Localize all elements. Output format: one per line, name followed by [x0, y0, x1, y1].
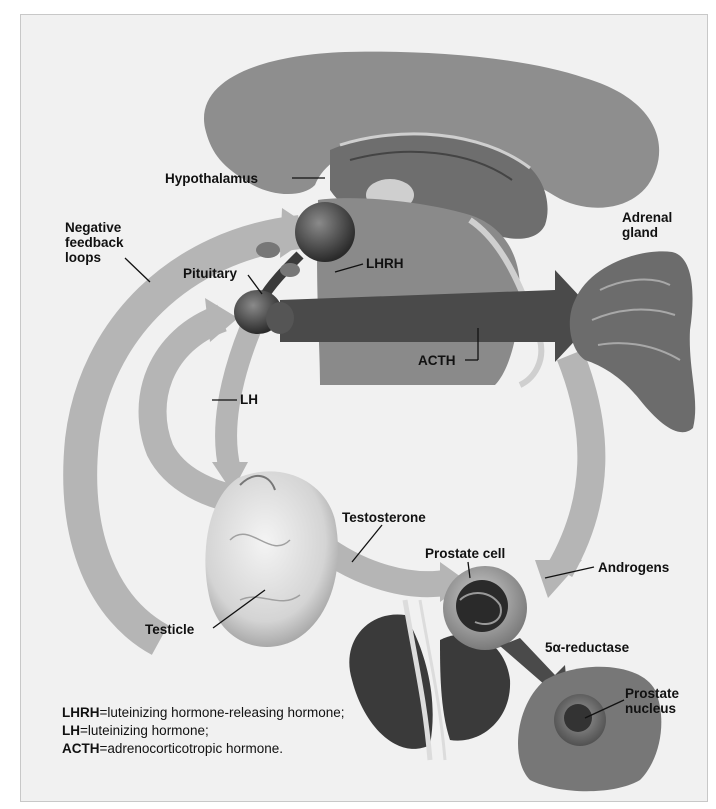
label-hypothalamus: Hypothalamus: [165, 171, 258, 186]
label-adrenal-gland: Adrenal gland: [622, 210, 672, 240]
label-acth: ACTH: [418, 353, 456, 368]
label-lh: LH: [240, 392, 258, 407]
label-prostate-nucleus: Prostate nucleus: [625, 686, 679, 716]
legend-lhrh-abbr: LHRH: [62, 705, 100, 720]
abbreviation-legend: LHRH=luteinizing hormone-releasing hormo…: [62, 704, 362, 758]
testicle: [205, 471, 338, 647]
prostate-cell: [443, 566, 527, 650]
legend-lh-def: =luteinizing hormone;: [80, 723, 209, 738]
label-testosterone: Testosterone: [342, 510, 426, 525]
label-androgens: Androgens: [598, 560, 669, 575]
legend-acth-abbr: ACTH: [62, 741, 100, 756]
label-negative-feedback-loops: Negative feedback loops: [65, 220, 124, 265]
label-pituitary: Pituitary: [183, 266, 237, 281]
label-prostate-cell: Prostate cell: [425, 546, 505, 561]
legend-lhrh-def: =luteinizing hormone-releasing hormone;: [100, 705, 345, 720]
legend-acth-def: =adrenocorticotropic hormone.: [100, 741, 283, 756]
legend-lh-abbr: LH: [62, 723, 80, 738]
label-5a-reductase: 5α-reductase: [545, 640, 629, 655]
label-testicle: Testicle: [145, 622, 194, 637]
label-lhrh: LHRH: [366, 256, 404, 271]
